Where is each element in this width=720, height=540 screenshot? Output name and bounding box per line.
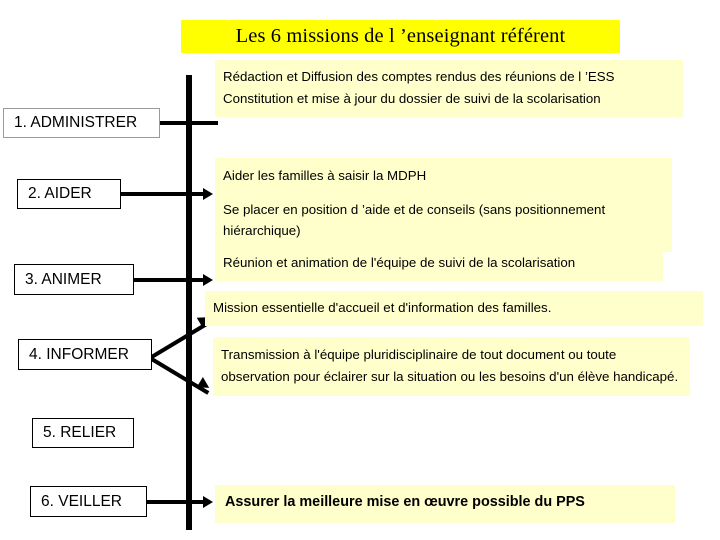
content-block-veiller: Assurer la meilleure mise en œuvre possi… xyxy=(215,485,675,523)
content-line: Assurer la meilleure mise en œuvre possi… xyxy=(225,494,585,510)
page-title: Les 6 missions de l ’enseignant référent xyxy=(235,25,566,47)
connector-line-informer-upper xyxy=(148,321,210,360)
arrow-head-icon-aider xyxy=(203,188,213,200)
mission-box-aider[interactable]: 2. AIDER xyxy=(17,179,121,209)
arrow-head-icon-veiller xyxy=(203,496,213,508)
mission-box-relier[interactable]: 5. RELIER xyxy=(32,418,134,448)
content-line: Rédaction et Diffusion des comptes rendu… xyxy=(223,69,615,84)
mission-label: 4. INFORMER xyxy=(29,345,129,363)
content-block-informer-transmission: Transmission à l'équipe pluridisciplinai… xyxy=(213,337,690,396)
content-line: Transmission à l'équipe pluridisciplinai… xyxy=(221,347,679,384)
content-block-aider: Aider les familles à saisir la MDPH Se p… xyxy=(215,158,672,252)
mission-box-veiller[interactable]: 6. VEILLER xyxy=(30,486,147,517)
connector-line-veiller xyxy=(147,500,205,504)
content-block-animer: Réunion et animation de l'équipe de suiv… xyxy=(215,246,663,281)
connector-line-aider xyxy=(121,192,205,196)
mission-label: 1. ADMINISTRER xyxy=(14,114,138,131)
mission-label: 5. RELIER xyxy=(43,424,117,441)
content-line: Se placer en position d ’aide et de cons… xyxy=(223,201,606,239)
connector-line-animer xyxy=(134,278,205,282)
vertical-spine-line xyxy=(186,75,192,530)
arrow-head-icon-animer xyxy=(203,274,213,286)
mission-box-administrer[interactable]: 1. ADMINISTRER xyxy=(3,108,160,138)
mission-label: 2. AIDER xyxy=(28,185,92,202)
content-line: Réunion et animation de l'équipe de suiv… xyxy=(223,255,576,270)
content-line: Aider les familles à saisir la MDPH xyxy=(223,168,427,183)
slide-title-banner: Les 6 missions de l ’enseignant référent xyxy=(181,20,620,53)
content-block-informer-mission: Mission essentielle d'accueil et d'infor… xyxy=(205,291,703,326)
arrow-head-icon-informer-lower xyxy=(196,377,213,393)
content-line: Mission essentielle d'accueil et d'infor… xyxy=(213,300,552,315)
connector-line-administrer xyxy=(160,121,218,125)
content-line: Constitution et mise à jour du dossier d… xyxy=(223,90,601,106)
mission-label: 3. ANIMER xyxy=(25,270,102,288)
mission-box-animer[interactable]: 3. ANIMER xyxy=(14,264,134,295)
mission-box-informer[interactable]: 4. INFORMER xyxy=(18,339,152,370)
mission-label: 6. VEILLER xyxy=(41,492,122,510)
content-block-administrer: Rédaction et Diffusion des comptes rendu… xyxy=(215,60,683,117)
